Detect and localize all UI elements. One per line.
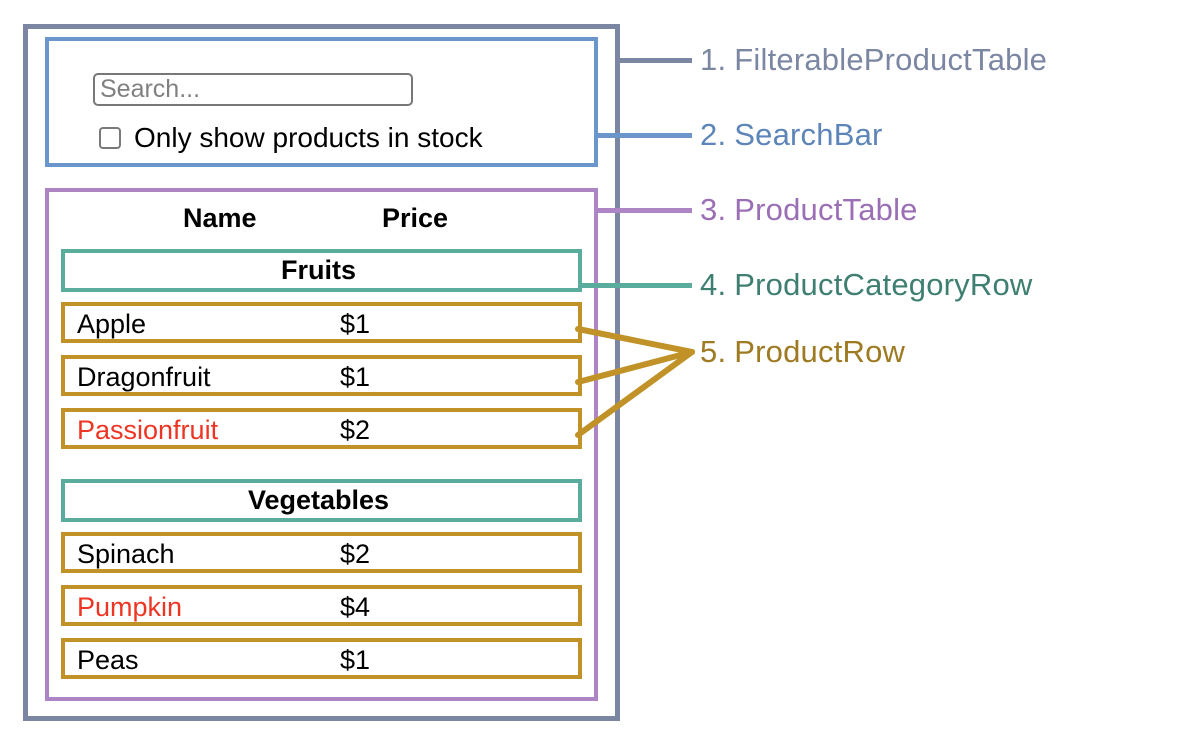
legend-label-2: SearchBar xyxy=(734,117,883,152)
leader-line-1 xyxy=(620,58,692,63)
legend-label-5: ProductRow xyxy=(734,334,906,369)
legend-number-5: 5. xyxy=(700,334,727,369)
legend-item-4: 4.ProductCategoryRow xyxy=(700,267,1033,303)
leader-line-2 xyxy=(598,133,692,138)
product-table-header: Name Price xyxy=(49,198,594,248)
product-row: Pumpkin $4 xyxy=(61,585,582,626)
product-name: Apple xyxy=(77,309,147,339)
product-category-label: Fruits xyxy=(280,255,356,285)
product-price: $2 xyxy=(340,415,371,445)
legend-label-4: ProductCategoryRow xyxy=(734,267,1033,302)
legend-number-4: 4. xyxy=(700,267,727,302)
category-group-spacer xyxy=(61,461,582,479)
legend-item-5: 5.ProductRow xyxy=(700,334,905,370)
column-header-name: Name xyxy=(183,203,257,233)
product-price: $1 xyxy=(340,362,371,392)
legend-label-3: ProductTable xyxy=(734,192,918,227)
product-name: Passionfruit xyxy=(77,415,219,445)
legend-item-1: 1.FilterableProductTable xyxy=(700,42,1047,78)
product-row: Apple $1 xyxy=(61,302,582,343)
legend-label-1: FilterableProductTable xyxy=(734,42,1048,77)
product-name: Dragonfruit xyxy=(77,362,211,392)
product-price: $1 xyxy=(340,645,371,675)
product-row: Dragonfruit $1 xyxy=(61,355,582,396)
product-row: Spinach $2 xyxy=(61,532,582,573)
product-name: Spinach xyxy=(77,539,175,569)
legend-item-3: 3.ProductTable xyxy=(700,192,918,228)
product-price: $1 xyxy=(340,309,371,339)
in-stock-filter-row[interactable]: Only show products in stock xyxy=(99,123,483,153)
search-bar-frame: Only show products in stock xyxy=(45,37,598,167)
legend-number-3: 3. xyxy=(700,192,727,227)
product-price: $2 xyxy=(340,539,371,569)
search-input[interactable] xyxy=(93,73,413,106)
legend-number-1: 1. xyxy=(700,42,727,77)
leader-line-3 xyxy=(598,208,692,213)
product-row: Passionfruit $2 xyxy=(61,408,582,449)
legend-item-2: 2.SearchBar xyxy=(700,117,883,153)
product-name: Peas xyxy=(77,645,139,675)
product-category-row: Vegetables xyxy=(61,479,582,522)
product-category-row: Fruits xyxy=(61,249,582,292)
column-header-price: Price xyxy=(382,203,449,233)
checkbox-icon[interactable] xyxy=(99,127,121,149)
product-row: Peas $1 xyxy=(61,638,582,679)
product-name: Pumpkin xyxy=(77,592,183,622)
product-price: $4 xyxy=(340,592,371,622)
in-stock-filter-label: Only show products in stock xyxy=(134,122,483,153)
legend-number-2: 2. xyxy=(700,117,727,152)
product-category-label: Vegetables xyxy=(247,485,390,515)
leader-line-4 xyxy=(578,283,692,288)
